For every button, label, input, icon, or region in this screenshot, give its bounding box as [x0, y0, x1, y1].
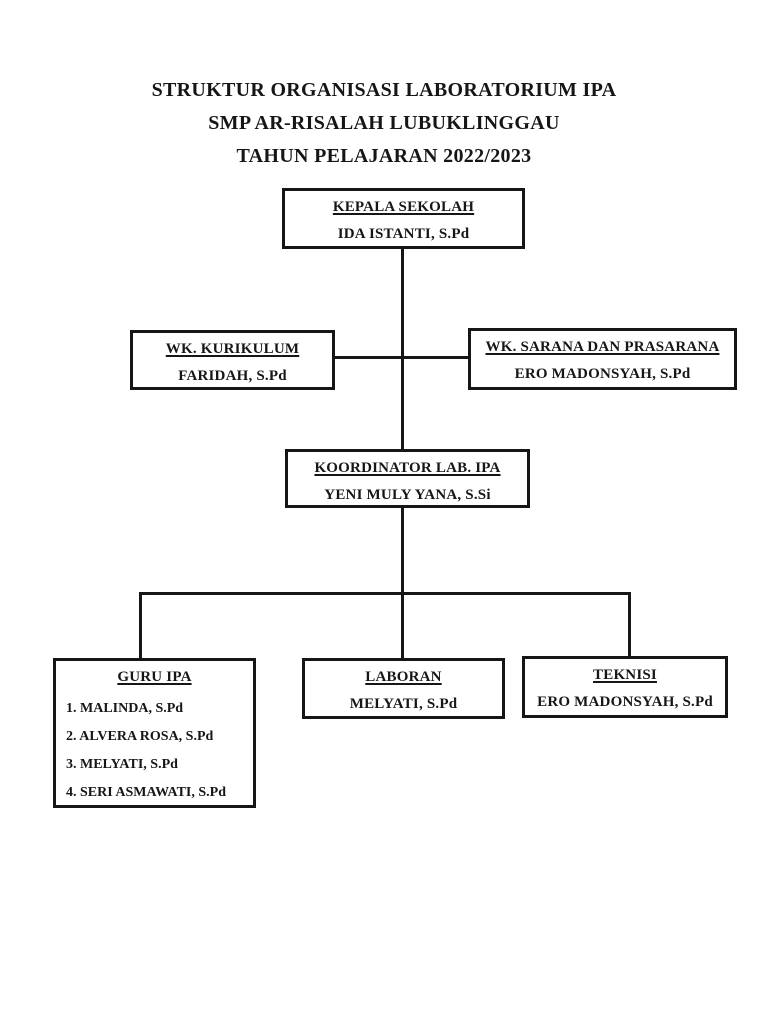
org-box-wk-sarana: WK. SARANA DAN PRASARANA ERO MADONSYAH, …	[468, 328, 737, 390]
org-box-laboran: LABORAN MELYATI, S.Pd	[302, 658, 505, 719]
role-label-laboran: LABORAN	[365, 669, 442, 685]
org-box-guru-ipa: GURU IPA 1. MALINDA, S.Pd 2. ALVERA ROSA…	[53, 658, 256, 808]
connector-wk-horizontal	[333, 356, 470, 359]
title-line-1: STRUKTUR ORGANISASI LABORATORIUM IPA	[151, 79, 617, 101]
title-line-2: SMP AR-RISALAH LUBUKLINGGAU	[208, 112, 560, 134]
org-box-kepala-sekolah: KEPALA SEKOLAH IDA ISTANTI, S.Pd	[282, 188, 525, 249]
person-name-kepala-sekolah: IDA ISTANTI, S.Pd	[337, 226, 470, 242]
person-name-laboran: MELYATI, S.Pd	[349, 696, 458, 712]
role-label-guru-ipa: GURU IPA	[117, 669, 192, 685]
guru-ipa-member-1: 1. MALINDA, S.Pd	[66, 701, 184, 716]
role-label-kepala-sekolah: KEPALA SEKOLAH	[332, 199, 475, 215]
page-title: STRUKTUR ORGANISASI LABORATORIUM IPA SMP…	[0, 74, 768, 173]
org-box-wk-kurikulum: WK. KURIKULUM FARIDAH, S.Pd	[130, 330, 335, 390]
guru-ipa-member-2: 2. ALVERA ROSA, S.Pd	[66, 729, 214, 744]
org-box-koordinator: KOORDINATOR LAB. IPA YENI MULY YANA, S.S…	[285, 449, 530, 508]
org-box-teknisi: TEKNISI ERO MADONSYAH, S.Pd	[522, 656, 728, 718]
connector-koordinator-down	[401, 506, 404, 595]
person-name-teknisi: ERO MADONSYAH, S.Pd	[537, 694, 713, 710]
role-label-wk-kurikulum: WK. KURIKULUM	[165, 341, 300, 357]
title-line-3: TAHUN PELAJARAN 2022/2023	[236, 145, 532, 167]
person-name-koordinator: YENI MULY YANA, S.Si	[324, 487, 491, 503]
connector-drop-guru-ipa	[139, 592, 142, 660]
connector-drop-teknisi	[628, 592, 631, 658]
guru-ipa-member-3: 3. MELYATI, S.Pd	[66, 757, 178, 772]
person-name-wk-sarana: ERO MADONSYAH, S.Pd	[514, 366, 691, 382]
role-label-teknisi: TEKNISI	[593, 667, 657, 683]
role-label-koordinator: KOORDINATOR LAB. IPA	[314, 460, 501, 476]
guru-ipa-member-4: 4. SERI ASMAWATI, S.Pd	[66, 785, 227, 800]
connector-drop-laboran	[401, 592, 404, 660]
connector-branch-horizontal	[139, 592, 631, 595]
connector-kepala-to-koordinator	[401, 247, 404, 451]
person-name-wk-kurikulum: FARIDAH, S.Pd	[178, 368, 287, 384]
role-label-wk-sarana: WK. SARANA DAN PRASARANA	[485, 339, 720, 355]
guru-ipa-member-list: 1. MALINDA, S.Pd 2. ALVERA ROSA, S.Pd 3.…	[56, 695, 253, 807]
